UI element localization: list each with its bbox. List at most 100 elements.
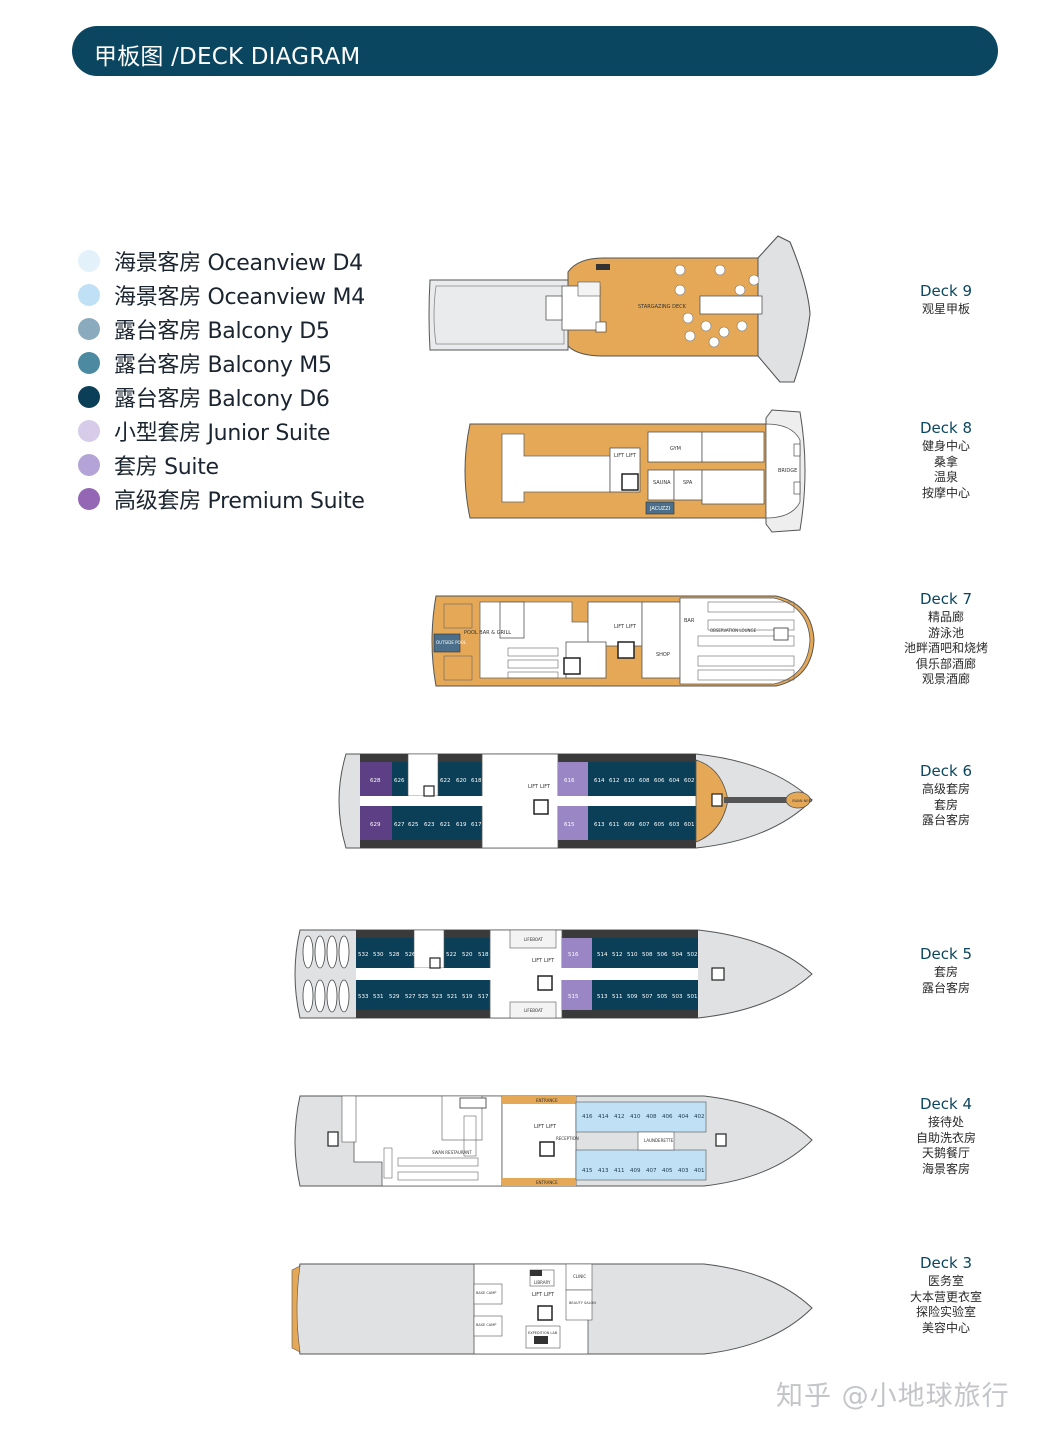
- deck-5-stair-aft: [429, 957, 441, 969]
- cabin-505: 505: [657, 994, 668, 1000]
- deck-7-core: [587, 601, 643, 647]
- deck-3-line: 探险实验室: [915, 1305, 976, 1319]
- deck-8-line: 健身中心: [921, 439, 970, 453]
- legend-item-oceanview-m4: 海景客房 Oceanview M4: [76, 278, 396, 312]
- deck-3-beauty-salon: [565, 1289, 593, 1321]
- cabin-607: 607: [639, 822, 650, 828]
- deck-7-line: 俱乐部酒廊: [915, 656, 976, 671]
- deck-4-label-lift: LIFT: [546, 1124, 557, 1130]
- deck-7-info: Deck 7 精品廊 游泳池 池畔酒吧和烧烤 俱乐部酒廊 观景酒廊: [896, 590, 996, 688]
- cabin-618: 618: [471, 778, 482, 784]
- deck-8-label-lift: LIFT: [614, 453, 625, 459]
- deck-6-stair-aft: [423, 785, 435, 797]
- cabin-616: 616: [564, 778, 575, 784]
- cabin-515: 515: [568, 994, 579, 1000]
- cabin-628: 628: [370, 778, 381, 784]
- deck-5-tender: [314, 979, 326, 1013]
- deck-6-premium-628: [360, 762, 392, 796]
- cabin-404: 404: [678, 1114, 689, 1120]
- deck-7-stair: [563, 657, 581, 675]
- cabin-526: 526: [405, 952, 416, 958]
- deck-6-plan: SWAN NEST LIFT LIFT 628 626 622 620 618 …: [332, 752, 814, 850]
- cabin-609: 609: [624, 822, 635, 828]
- cabin-502: 502: [687, 952, 698, 958]
- deck-6-label-swan-nest: SWAN NEST: [792, 799, 814, 803]
- deck-9-lounger: [714, 264, 726, 276]
- deck-7-galley: [499, 601, 525, 639]
- deck-4-line: 接待处: [927, 1115, 964, 1129]
- cabin-503: 503: [672, 994, 683, 1000]
- deck-4-stair-aft: [327, 1131, 339, 1147]
- deck-6-line: 套房: [933, 797, 958, 812]
- cabin-409: 409: [630, 1168, 641, 1174]
- deck-3-label-beauty-salon: BEAUTY SALON: [569, 1301, 596, 1305]
- deck-6-stair-fwd: [711, 793, 723, 807]
- legend-item-balcony-d6: 露台客房 Balcony D6: [76, 380, 396, 414]
- deck-3-label-lift: LIFT: [544, 1292, 555, 1298]
- deck-6-line: 高级套房: [921, 782, 970, 796]
- deck-5-label-lifeboat: LIFEBOAT: [524, 1008, 543, 1013]
- deck-7-seat-row: [507, 659, 559, 669]
- deck-3-label-clinic: CLINIC: [573, 1274, 586, 1279]
- deck-5-tender: [302, 979, 314, 1013]
- deck-3-base-camp-top: [473, 1283, 503, 1305]
- deck-7-stair-fwd: [773, 627, 789, 641]
- deck-3-name: Deck 3: [919, 1254, 973, 1272]
- deck-4-entrance-top: [502, 1096, 576, 1104]
- deck-7-seat-row: [697, 669, 795, 681]
- deck-7-label-pool: OUTSIDE POOL: [436, 640, 467, 645]
- cabin-529: 529: [389, 994, 400, 1000]
- deck-8-gym-2: [701, 431, 765, 463]
- deck-6-info: Deck 6 高级套房 套房 露台客房: [896, 762, 996, 829]
- legend-item-balcony-d5: 露台客房 Balcony D5: [76, 312, 396, 346]
- legend-label: 露台客房 Balcony D6: [114, 387, 330, 412]
- deck-3-desk: [530, 1270, 542, 1276]
- legend-item-junior-suite: 小型套房 Junior Suite: [76, 414, 396, 448]
- deck-9-line: 观星甲板: [921, 302, 970, 316]
- deck-7-drawing: POOL BAR & GRILL OUTSIDE POOL SHOP OBSER…: [431, 595, 815, 687]
- deck-5-tender: [302, 935, 314, 969]
- legend-item-suite: 套房 Suite: [76, 448, 396, 482]
- deck-3-label-base-camp: BASE CAMP: [476, 1291, 496, 1295]
- deck-7-label-pool-bar: POOL BAR & GRILL: [464, 630, 511, 636]
- deck-7-seat-row: [507, 647, 559, 657]
- cabin-623: 623: [424, 822, 435, 828]
- deck-4-table-col: [383, 1147, 393, 1179]
- deck-9-lounger: [700, 320, 712, 332]
- cabin-615: 615: [564, 822, 575, 828]
- deck-8-name: Deck 8: [919, 419, 973, 437]
- deck-6-gangway: [724, 797, 788, 803]
- cabin-406: 406: [662, 1114, 673, 1120]
- deck-8-sauna: [647, 469, 675, 501]
- deck-6-swan-nest: [785, 791, 811, 809]
- cabin-411: 411: [614, 1168, 625, 1174]
- deck-9-name: Deck 9: [919, 282, 973, 300]
- deck-3-label-library: LIBRARY: [534, 1280, 551, 1285]
- cabin-517: 517: [478, 994, 489, 1000]
- deck-9-plan: STARGAZING DECK: [428, 235, 814, 384]
- deck-8-label-gym: GYM: [670, 446, 681, 452]
- deck-4-cabin-numbers: 416 414 412 410 408 406 404 402 415 413 …: [582, 1114, 705, 1174]
- legend-swatch: [78, 386, 100, 408]
- cabin-625: 625: [408, 822, 419, 828]
- deck-9-label-stargazing: STARGAZING DECK: [638, 304, 687, 310]
- deck-6-name: Deck 6: [919, 762, 973, 780]
- deck-4-label-restaurant: SWAN RESTAURANT: [432, 1150, 472, 1155]
- deck-5-cabins-bot-aft: [356, 980, 490, 1010]
- cabin-509: 509: [627, 994, 638, 1000]
- deck-5-stair-fwd: [711, 967, 725, 981]
- deck-4-table-col: [463, 1115, 477, 1157]
- deck-4-stair: [539, 1141, 555, 1157]
- deck-8-console: [793, 481, 801, 495]
- cabin-621: 621: [440, 822, 451, 828]
- deck-4-buffet: [459, 1097, 487, 1109]
- deck-7-lounge: [679, 597, 811, 685]
- deck-3-line: 大本营更衣室: [909, 1289, 982, 1304]
- cabin-512: 512: [612, 952, 623, 958]
- cabin-533: 533: [358, 994, 369, 1000]
- deck-9-lift: [595, 321, 607, 333]
- watermark: 知乎 @小地球旅行: [776, 1381, 1010, 1412]
- cabin-620: 620: [456, 778, 467, 784]
- deck-8-plan: GYM SAUNA SPA JACUZZI LIFT LIFT BRIDGE: [460, 409, 816, 534]
- cabin-611: 611: [609, 822, 620, 828]
